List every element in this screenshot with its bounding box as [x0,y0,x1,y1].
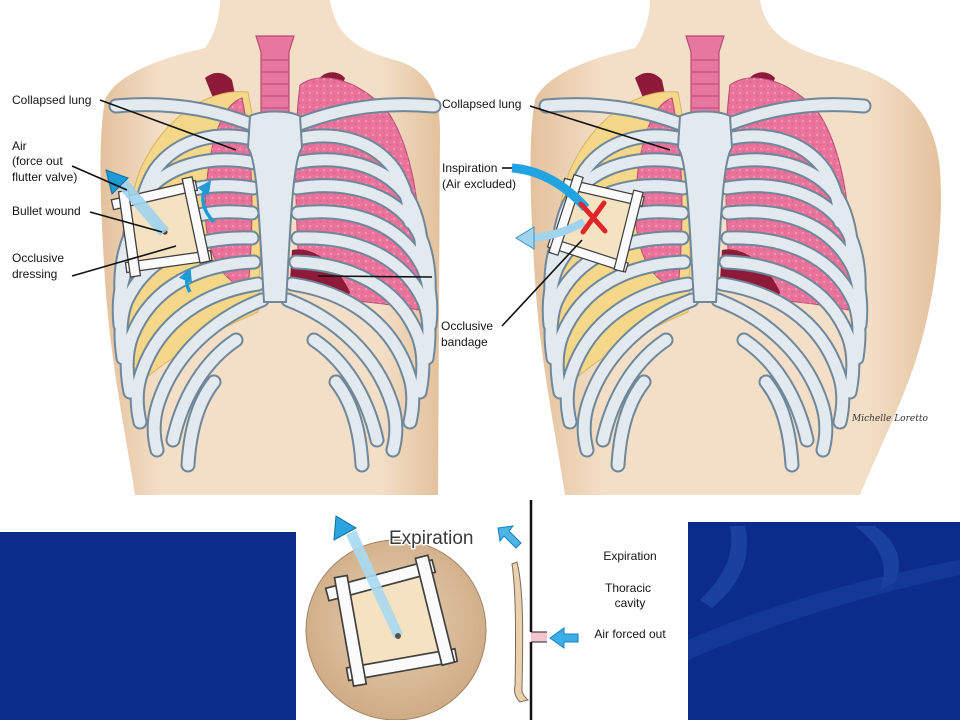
leader-collapsed-lung-left [99,99,237,151]
expiration-inset: Expiration Expiration Thoracic cavity Ai… [297,500,688,720]
label-thoracic-cavity-line-1: Thoracic [605,581,651,595]
inset-air-out-arrow-band [346,530,403,638]
air-forced-out-arrow [549,627,579,649]
air-deflected-arrow-head [515,226,535,250]
label-expiration: Expiration [603,549,656,563]
label-air-line-1: Air [12,139,27,153]
label-collapsed-lung-left: Collapsed lung [12,93,91,107]
expiration-small-arrow [497,525,522,549]
label-occlusive-dressing-line-2: dressing [12,267,57,281]
air-deflected-arrow-band [532,218,586,242]
leader-bullet-wound [89,211,163,233]
label-air-line-2: (force out [12,154,63,168]
label-occlusive-bandage-line-2: bandage [441,335,488,349]
panel-swoosh-1 [700,526,747,608]
right-blue-panel [688,522,960,720]
panel-swoosh-3 [688,560,960,660]
leader-collapsed-lung-right [529,105,671,151]
label-bullet-wound: Bullet wound [12,204,81,218]
leader-occlusive-bandage [501,239,583,327]
pleural-airflow-arrow-lower [178,267,192,293]
right-figure: Collapsed lung Inspiration (Air excluded… [440,0,941,495]
leader-occlusive-dressing [71,245,177,277]
label-air-forced-out: Air forced out [594,627,666,641]
inspiration-arrow [511,163,590,212]
label-thoracic-cavity-line-2: cavity [615,596,646,610]
wound-channel [531,632,547,642]
inset-wound [395,633,401,639]
label-inspiration-line-2: (Air excluded) [442,177,516,191]
pleural-airflow-arrow-upper [197,180,216,224]
label-occlusive-bandage-line-1: Occlusive [441,319,493,333]
inset-title: Expiration [389,528,474,549]
unlabeled-leader-line [317,275,433,278]
illustrator-signature: Michelle Loretto [851,414,928,424]
label-air-line-3: flutter valve) [12,170,77,184]
leader-air [71,165,128,191]
inset-air-out-arrow-head [333,515,358,541]
air-out-arrow-band [116,177,169,236]
air-excluded-x-icon [578,200,608,235]
flutter-valve-flap [511,561,529,703]
label-occlusive-dressing-line-1: Occlusive [12,251,64,265]
left-figure: Collapsed lung Air (force out flutter va… [11,0,440,495]
panel-swoosh-2 [855,526,899,590]
label-inspiration-line-1: Inspiration [442,161,497,175]
label-collapsed-lung-right: Collapsed lung [442,97,521,111]
right-blue-panel-fill [688,522,960,720]
left-blue-panel [0,532,296,720]
